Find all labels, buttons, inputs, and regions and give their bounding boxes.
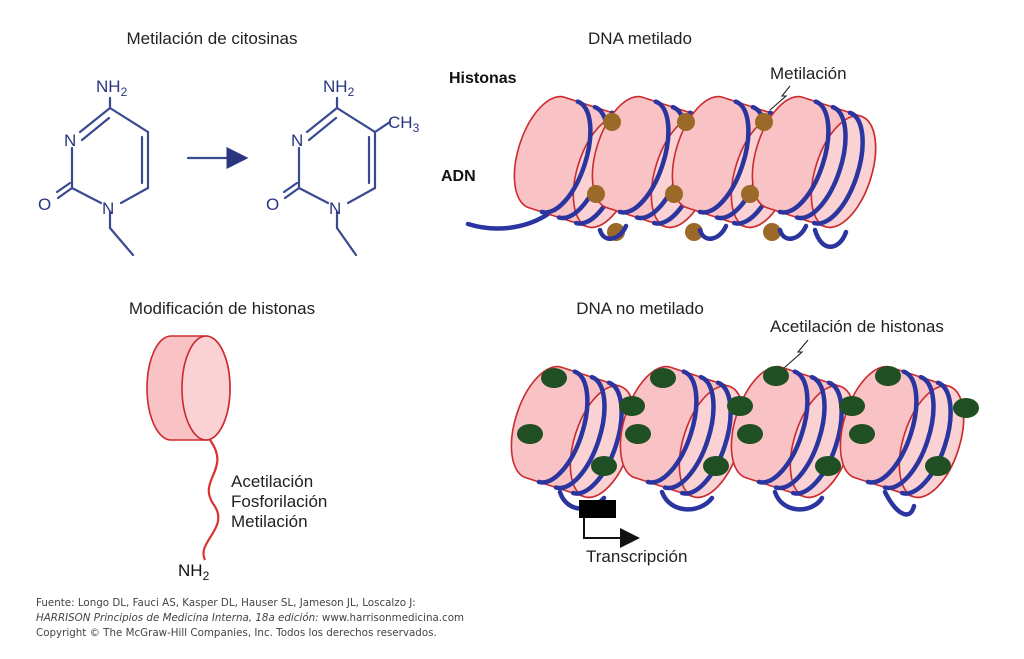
methylated-dna-wrap [777, 99, 831, 215]
credit-line-1: Fuente: Longo DL, Fauci AS, Kasper DL, H… [36, 597, 416, 609]
acetyl-group [849, 424, 875, 444]
svg-text:NH2: NH2 [178, 561, 210, 583]
methylated-nucleosome-3 [751, 95, 877, 229]
unmethylated-dna-wrap [790, 380, 844, 496]
ch3-label: CH [388, 113, 413, 132]
unmethylated-dna-wrap [645, 369, 699, 485]
methyl-group [685, 223, 703, 241]
acetyl-group [591, 456, 617, 476]
histones-label: Histonas [449, 70, 517, 87]
acetyl-group [839, 396, 865, 416]
methyl-group [677, 113, 695, 131]
acetyl-group [619, 396, 645, 416]
source-credits: Fuente: Longo DL, Fauci AS, Kasper DL, H… [36, 596, 464, 641]
methylated-dna-wrap [539, 99, 593, 215]
methylated-dna-wrap [697, 99, 751, 215]
cytosine-molecule: NH2 N N O [38, 77, 150, 257]
unmethylated-dna-wrap [756, 369, 810, 485]
methylation-label: Metilación [770, 64, 847, 83]
methylcytosine-n3-label: N [291, 131, 303, 150]
cytosine-n3-label: N [64, 131, 76, 150]
methyl-group [603, 113, 621, 131]
unmethylated-dna-wrap [662, 374, 716, 491]
unmethylated-dna-wrap [882, 374, 936, 491]
svg-text:CH3: CH3 [388, 113, 420, 135]
cytosine-o-label: O [38, 195, 51, 214]
cytosine-n1-label: N [102, 199, 114, 218]
dna-strand-entry [465, 211, 551, 231]
unmethylated-dna-wrap [773, 374, 827, 491]
methyl-group [665, 185, 683, 203]
tail-nh2-subscript: 2 [203, 569, 210, 583]
transcription-label: Transcripción [586, 547, 687, 566]
acetyl-group [953, 398, 979, 418]
methylation-pointer [769, 85, 791, 111]
promoter-box [579, 500, 616, 518]
methyl-group [755, 113, 773, 131]
unmethylated-dna-wrap [536, 369, 590, 485]
acetyl-group [703, 456, 729, 476]
unmethylated-dna-wrap [570, 380, 624, 496]
svg-text:NH2: NH2 [323, 77, 355, 99]
credit-book-title: HARRISON Principios de Medicina Interna,… [36, 612, 319, 624]
methylcytosine-molecule: NH2 CH3 N N O [266, 77, 420, 257]
acetyl-group [625, 424, 651, 444]
methyl-group [587, 185, 605, 203]
acetyl-group [875, 366, 901, 386]
methylated-dna-wrap [617, 99, 671, 215]
modification-acetylation: Acetilación [231, 472, 313, 491]
unmethylated-dna-wrap [865, 369, 919, 485]
methylated-dna-title: DNA metilado [588, 29, 692, 48]
single-histone [146, 335, 231, 561]
methyl-group [741, 185, 759, 203]
methylated-dna-wrap [811, 110, 865, 226]
unmethylated-dna-wrap [899, 380, 953, 496]
dna-linker-strands [597, 223, 849, 249]
acetyl-group [925, 456, 951, 476]
unmethylated-dna-wrap [679, 380, 733, 496]
unmethylated-dna-wrap [553, 374, 607, 491]
modification-phosphorylation: Fosforilación [231, 492, 327, 511]
modification-methylation: Metilación [231, 512, 308, 531]
methylcytosine-o-label: O [266, 195, 279, 214]
methyl-group [763, 223, 781, 241]
ch3-subscript: 3 [413, 121, 420, 135]
unmethylated-dna-title: DNA no metilado [576, 299, 704, 318]
unmethylated-nucleosome-array [510, 365, 979, 517]
methylated-dna-wrap [794, 104, 848, 221]
histone-tail [202, 439, 220, 561]
acetyl-group [737, 424, 763, 444]
cytosine-methylation-title: Metilación de citosinas [126, 29, 297, 48]
dna-label: ADN [441, 168, 476, 185]
histone-acetylation-label: Acetilación de histonas [770, 317, 944, 336]
histone-modification-title: Modificación de histonas [129, 299, 315, 318]
cytosine-nh2-subscript: 2 [121, 85, 128, 99]
methylated-nucleosome-array [465, 95, 877, 249]
svg-text:NH2: NH2 [96, 77, 128, 99]
acetyl-group [517, 424, 543, 444]
credit-line-2: HARRISON Principios de Medicina Interna,… [36, 611, 464, 626]
methylcytosine-nh2-subscript: 2 [348, 85, 355, 99]
credit-website: www.harrisonmedicina.com [318, 612, 465, 624]
cytosine-nh2-label: NH [96, 77, 121, 96]
acetyl-group [727, 396, 753, 416]
acetyl-group [541, 368, 567, 388]
methylcytosine-n1-label: N [329, 199, 341, 218]
acetyl-group [815, 456, 841, 476]
methylcytosine-nh2-label: NH [323, 77, 348, 96]
transcription-arrow-icon [583, 518, 640, 548]
acetylation-pointer [783, 339, 809, 369]
acetyl-group [763, 366, 789, 386]
credit-line-3: Copyright © The McGraw-Hill Companies, I… [36, 627, 437, 639]
acetyl-group [650, 368, 676, 388]
tail-nh2-label: NH [178, 561, 203, 580]
